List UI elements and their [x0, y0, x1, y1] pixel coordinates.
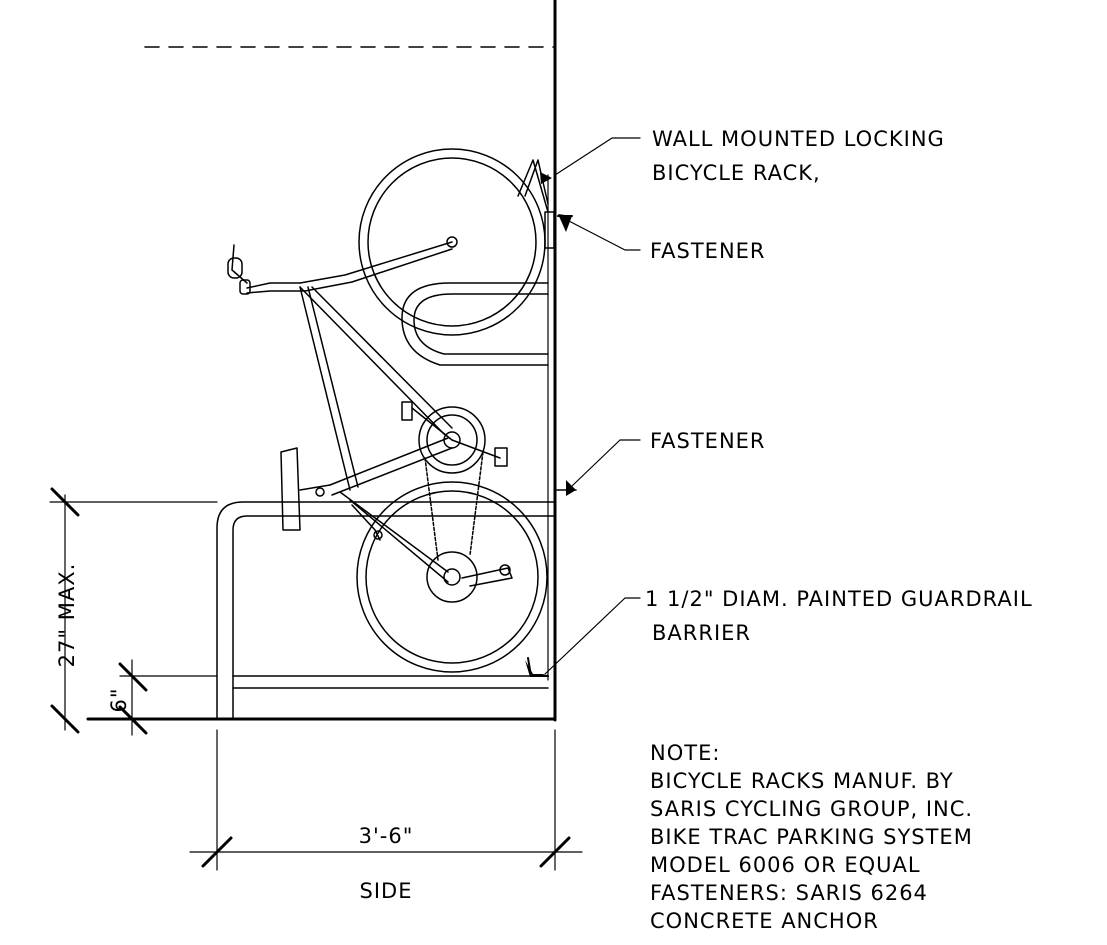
clearance-label: 6" — [107, 687, 131, 712]
wall-mounted-rack — [401, 159, 555, 366]
leader-lines — [544, 137, 641, 675]
rack-callout-line1: WALL MOUNTED LOCKING — [652, 127, 945, 151]
note-line: SARIS CYCLING GROUP, INC. — [650, 797, 973, 821]
width-dimension — [189, 729, 583, 871]
fastener-upper-callout: FASTENER — [650, 239, 766, 263]
guardrail-callout-line2: BARRIER — [652, 621, 751, 645]
note-line: FASTENERS: SARIS 6264 — [650, 881, 928, 905]
guardrail-barrier — [216, 501, 556, 720]
clearance-dimension — [118, 659, 218, 736]
note-line: CONCRETE ANCHOR — [650, 909, 879, 933]
height-dimension — [49, 487, 218, 734]
fastener-marks — [525, 172, 577, 677]
note-line: MODEL 6006 OR EQUAL — [650, 853, 921, 877]
rack-callout-line2: BICYCLE RACK, — [652, 161, 821, 185]
view-label: SIDE — [360, 879, 413, 903]
bicycle — [227, 148, 548, 673]
note-heading: NOTE: — [650, 741, 720, 765]
note-line: BIKE TRAC PARKING SYSTEM — [650, 825, 973, 849]
width-dimension-label: 3'-6" — [359, 824, 414, 848]
height-max-label: 27" MAX. — [55, 563, 79, 668]
fastener-lower-callout: FASTENER — [650, 429, 766, 453]
guardrail-callout-line1: 1 1/2" DIAM. PAINTED GUARDRAIL — [645, 587, 1033, 611]
note-line: BICYCLE RACKS MANUF. BY — [650, 769, 954, 793]
